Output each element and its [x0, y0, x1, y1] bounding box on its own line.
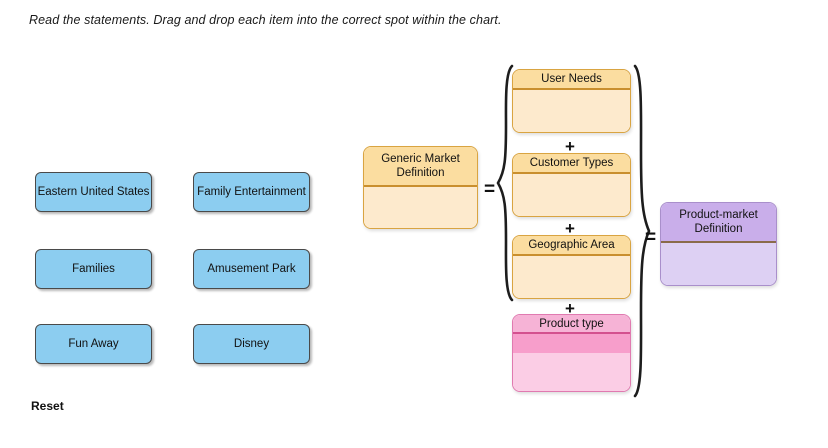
plus-sign-2: +: [565, 219, 575, 238]
customer-types-title: Customer Types: [513, 154, 630, 174]
customer-types-box[interactable]: Customer Types: [512, 153, 631, 217]
draggable-item-amusement-park[interactable]: Amusement Park: [193, 249, 310, 289]
geographic-area-dropzone[interactable]: [513, 256, 630, 298]
reset-button[interactable]: Reset: [31, 399, 64, 413]
product-type-dropzone[interactable]: [513, 353, 630, 391]
draggable-item-eastern-united-states[interactable]: Eastern United States: [35, 172, 152, 212]
draggable-item-family-entertainment[interactable]: Family Entertainment: [193, 172, 310, 212]
draggable-item-disney[interactable]: Disney: [193, 324, 310, 364]
user-needs-box[interactable]: User Needs: [512, 69, 631, 133]
customer-types-dropzone[interactable]: [513, 174, 630, 216]
right-brace: [632, 63, 652, 399]
generic-market-definition-dropzone[interactable]: [364, 187, 477, 228]
product-type-box[interactable]: Product type: [512, 314, 631, 392]
product-market-definition-dropzone[interactable]: [661, 243, 776, 285]
user-needs-dropzone[interactable]: [513, 90, 630, 132]
geographic-area-title: Geographic Area: [513, 236, 630, 256]
user-needs-title: User Needs: [513, 70, 630, 90]
left-brace: [495, 63, 515, 303]
draggable-item-fun-away[interactable]: Fun Away: [35, 324, 152, 364]
equals-sign-right: =: [645, 227, 657, 248]
product-type-title: Product type: [513, 315, 630, 334]
geographic-area-box[interactable]: Geographic Area: [512, 235, 631, 299]
instruction-text: Read the statements. Drag and drop each …: [29, 13, 502, 27]
product-market-definition-title: Product-market Definition: [661, 203, 776, 243]
draggable-item-families[interactable]: Families: [35, 249, 152, 289]
generic-market-definition-box[interactable]: Generic Market Definition: [363, 146, 478, 229]
product-market-definition-box[interactable]: Product-market Definition: [660, 202, 777, 286]
equals-sign-left: =: [484, 179, 496, 200]
plus-sign-1: +: [565, 137, 575, 156]
plus-sign-3: +: [565, 299, 575, 318]
generic-market-definition-title: Generic Market Definition: [364, 147, 477, 187]
product-type-band: [513, 334, 630, 353]
